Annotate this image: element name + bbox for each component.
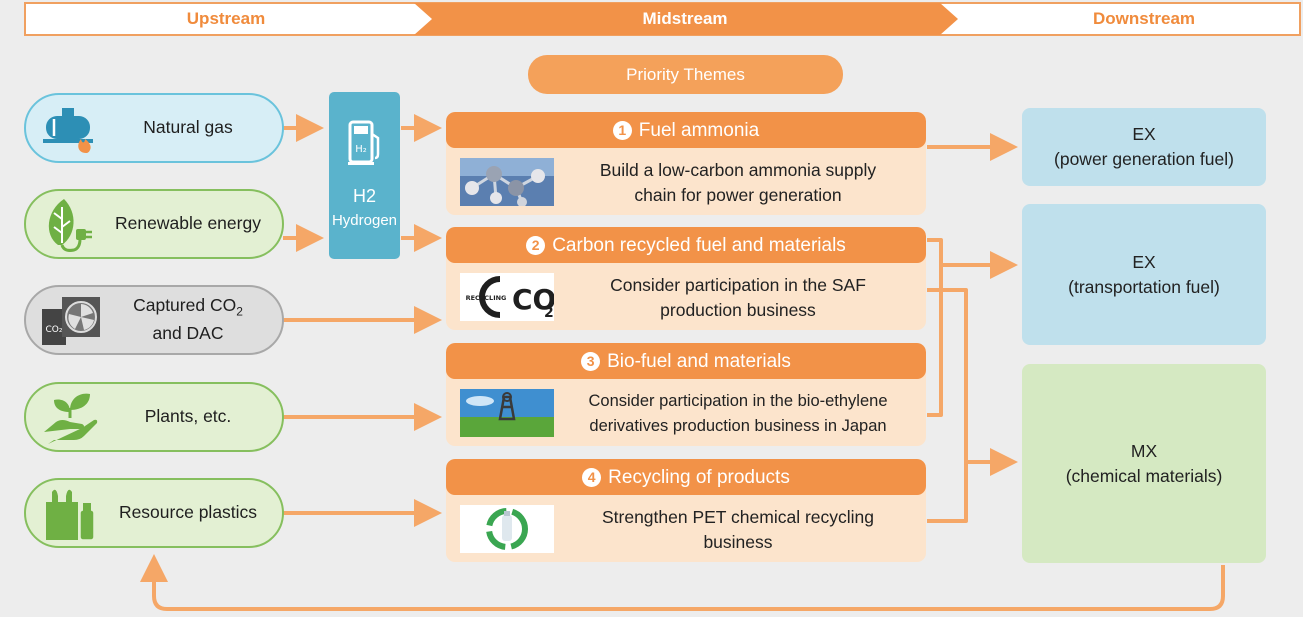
plastic-bag-bottle-icon bbox=[46, 489, 95, 541]
stage-upstream: Upstream bbox=[186, 9, 266, 28]
target-code: EX bbox=[1132, 251, 1156, 272]
target-description: (power generation fuel) bbox=[1054, 149, 1234, 169]
svg-text:CO: CO bbox=[512, 283, 554, 316]
gas-tank-flame-icon bbox=[43, 108, 93, 153]
fuel-pump-icon: H₂ bbox=[348, 120, 380, 165]
target-power-generation-fuel: EX (power generation fuel) bbox=[1022, 108, 1266, 186]
svg-text:H₂: H₂ bbox=[355, 144, 367, 155]
hydrogen-title: H2 bbox=[352, 186, 376, 206]
source-natural-gas: Natural gas bbox=[24, 93, 284, 163]
target-code: EX bbox=[1132, 124, 1156, 144]
arrow-return-loop bbox=[140, 554, 1225, 611]
target-description: (transportation fuel) bbox=[1068, 276, 1220, 297]
recycling-co2-logo: RECYCLING CO 2 bbox=[460, 273, 554, 321]
svg-text:CO₂: CO₂ bbox=[46, 325, 63, 335]
stage-header-bar bbox=[24, 2, 1301, 36]
arrow-bio-to-transport bbox=[927, 265, 943, 417]
target-description: (chemical materials) bbox=[1065, 465, 1223, 486]
arrow-carbon-to-transport bbox=[927, 238, 1018, 279]
theme-description: Consider participation in the bio-ethyle… bbox=[588, 392, 888, 435]
target-chemical-materials: MX (chemical materials) bbox=[1022, 364, 1266, 563]
arrow-carbon-to-chemical bbox=[927, 288, 1018, 476]
hand-sprout-icon bbox=[44, 393, 98, 444]
source-label: Natural gas bbox=[143, 117, 233, 138]
source-label: Resource plastics bbox=[118, 502, 258, 523]
stage-midstream: Midstream bbox=[642, 9, 728, 28]
theme-number: 2 bbox=[526, 236, 546, 255]
leaf-plug-icon bbox=[48, 199, 92, 252]
molecule-photo bbox=[460, 158, 554, 206]
target-code: MX bbox=[1130, 440, 1158, 461]
priority-themes-label: Priority Themes bbox=[528, 55, 843, 94]
hydrogen-box: H₂ H2 Hydrogen bbox=[329, 92, 400, 259]
source-renewable-energy: Renewable energy bbox=[24, 189, 284, 259]
source-resource-plastics: Resource plastics bbox=[24, 478, 284, 548]
source-label: Plants, etc. bbox=[144, 406, 232, 427]
stage-downstream: Downstream bbox=[1092, 9, 1196, 28]
svg-text:RECYCLING: RECYCLING bbox=[466, 294, 507, 302]
theme-number: 3 bbox=[581, 352, 601, 371]
field-tower-photo bbox=[460, 389, 554, 437]
theme-number: 4 bbox=[582, 468, 602, 487]
arrow-recycling-to-chemical bbox=[927, 462, 968, 523]
svg-text:2: 2 bbox=[544, 305, 554, 321]
pet-bottle-recycle-photo bbox=[460, 505, 554, 553]
source-label: Renewable energy bbox=[115, 213, 261, 234]
theme-number: 1 bbox=[612, 121, 632, 140]
source-plants: Plants, etc. bbox=[24, 382, 284, 452]
hydrogen-subtitle: Hydrogen bbox=[331, 212, 398, 229]
co2-capture-fan-icon: CO₂ bbox=[42, 297, 100, 345]
target-transportation-fuel: EX (transportation fuel) bbox=[1022, 204, 1266, 345]
